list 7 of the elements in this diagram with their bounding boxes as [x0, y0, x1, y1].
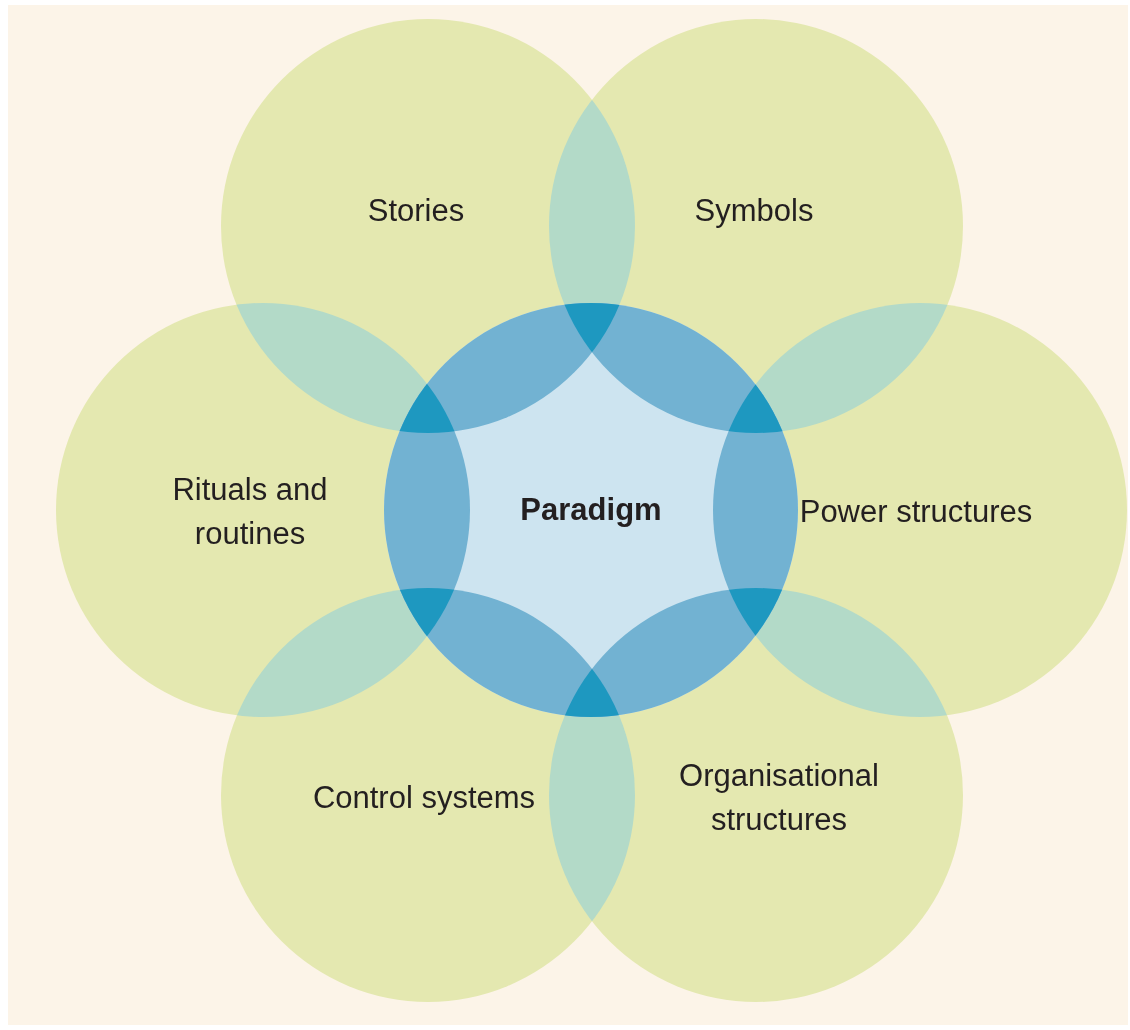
- circle-label: Stories: [366, 192, 466, 230]
- circle-label: Symbols: [693, 192, 815, 230]
- circle-label: Power structures: [798, 493, 1034, 531]
- circle-label: Control systems: [311, 779, 537, 817]
- circle-label: Organisational structures: [678, 757, 880, 839]
- circle-label: Rituals and routines: [171, 471, 329, 553]
- center-circle-label: Paradigm: [519, 491, 663, 529]
